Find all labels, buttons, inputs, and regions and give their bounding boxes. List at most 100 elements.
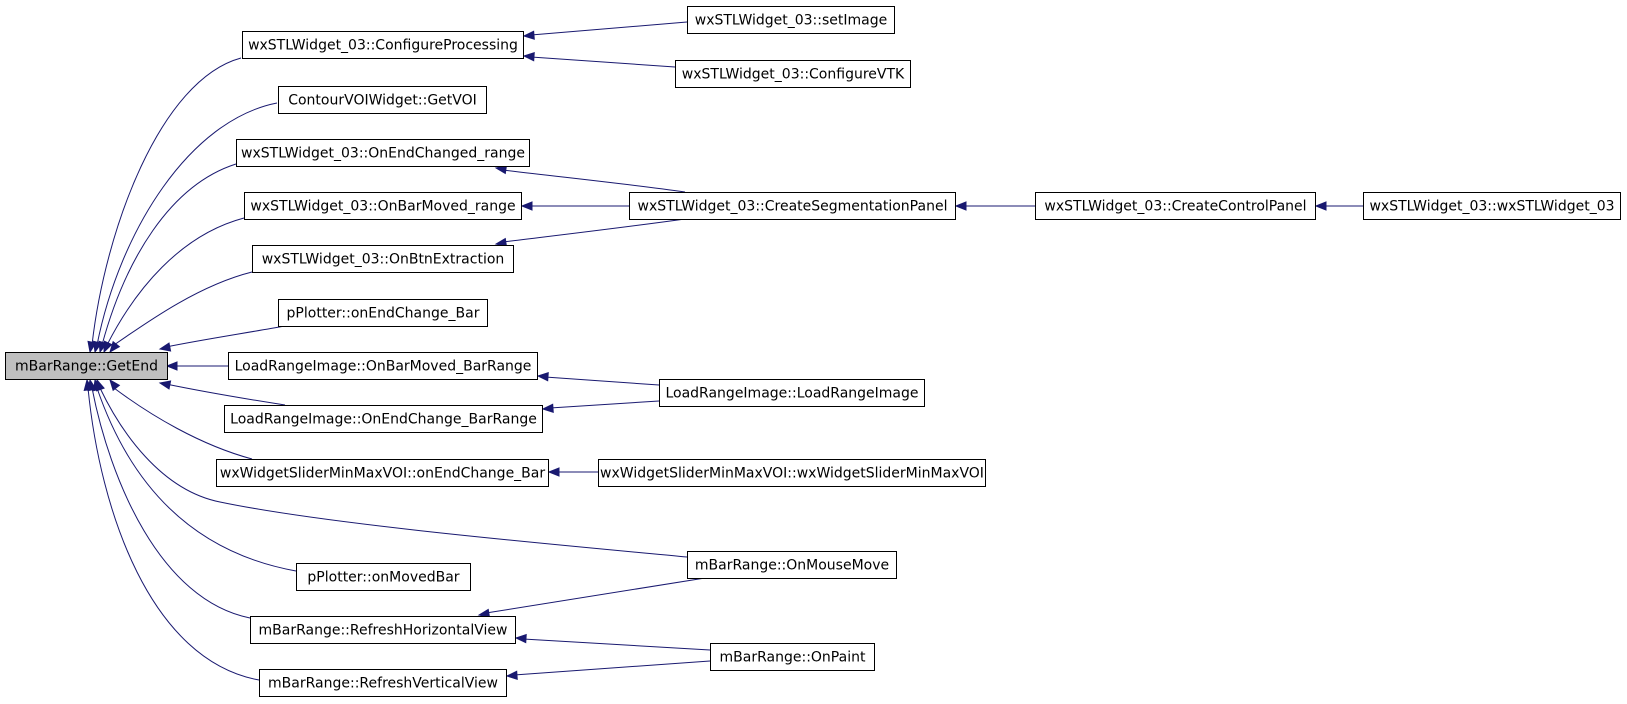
node-box[interactable] (598, 459, 986, 487)
node-box[interactable] (629, 192, 956, 220)
node-box[interactable] (1035, 192, 1316, 220)
arrow-head (505, 670, 518, 680)
edge-loadrangeimage-loadrangeimage-to-loadrangeimage-onendchange-barrange (541, 400, 660, 413)
node-box[interactable] (659, 379, 925, 407)
node-box[interactable] (228, 352, 538, 380)
node-wxstlwidget-03-wxstlwidget-03[interactable]: wxSTLWidget_03::wxSTLWidget_03 (1363, 192, 1621, 220)
node-box[interactable] (216, 459, 549, 487)
node-label: mBarRange::OnPaint (720, 650, 866, 666)
node-box[interactable] (242, 31, 524, 59)
edge-line (513, 660, 711, 676)
node-label: wxSTLWidget_03::OnEndChanged_range (241, 146, 525, 162)
node-mbarrange-getend[interactable]: mBarRange::GetEnd (5, 352, 168, 380)
edge-line (165, 325, 286, 348)
edge-line (530, 21, 688, 36)
node-box[interactable] (259, 669, 507, 697)
edge-wxstlwidget-03-wxstlwidget-03-to-wxstlwidget-03-createcontrolpanel (1314, 201, 1363, 211)
node-loadrangeimage-onendchange-barrange[interactable]: LoadRangeImage::OnEndChange_BarRange (224, 405, 543, 433)
arrow-head (1314, 201, 1327, 211)
node-loadrangeimage-loadrangeimage[interactable]: LoadRangeImage::LoadRangeImage (659, 379, 925, 407)
node-loadrangeimage-onbarmoved-barrange[interactable]: LoadRangeImage::OnBarMoved_BarRange (228, 352, 538, 380)
node-mbarrange-refreshverticalview[interactable]: mBarRange::RefreshVerticalView (259, 669, 507, 697)
edge-line (522, 638, 711, 651)
node-label: wxWidgetSliderMinMaxVOI::wxWidgetSliderM… (600, 466, 984, 482)
node-box[interactable] (687, 551, 897, 579)
node-pplotter-onendchange-bar[interactable]: pPlotter::onEndChange_Bar (278, 299, 488, 327)
node-label: LoadRangeImage::OnBarMoved_BarRange (235, 359, 532, 375)
node-label: mBarRange::RefreshVerticalView (268, 676, 498, 692)
arrow-head (520, 201, 533, 211)
edge-line (113, 271, 253, 346)
node-wxwidgetsliderminmaxvoi-onendchange-bar[interactable]: wxWidgetSliderMinMaxVOI::onEndChange_Bar (216, 459, 549, 487)
edge-line (99, 387, 688, 558)
edge-line (91, 57, 242, 346)
node-box[interactable] (278, 299, 488, 327)
edge-line (96, 387, 297, 572)
edge-mbarrange-refreshverticalview-to-mbarrange-getend (83, 378, 260, 681)
node-pplotter-onmovedbar[interactable]: pPlotter::onMovedBar (296, 563, 471, 591)
node-label: wxSTLWidget_03::OnBarMoved_range (250, 199, 515, 215)
node-label: mBarRange::GetEnd (15, 359, 158, 375)
edge-line (165, 383, 286, 406)
edge-loadrangeimage-onendchange-barrange-to-mbarrange-getend (158, 380, 286, 406)
node-box[interactable] (296, 563, 471, 591)
node-wxstlwidget-03-setimage[interactable]: wxSTLWidget_03::setImage (687, 6, 895, 34)
node-box[interactable] (224, 405, 543, 433)
edge-wxstlwidget-03-createsegmentationpanel-to-wxstlwidget-03-onendchanged-range (494, 164, 686, 193)
node-box[interactable] (687, 6, 895, 34)
node-box[interactable] (252, 245, 514, 273)
node-box[interactable] (5, 352, 168, 380)
arrow-head (109, 340, 121, 354)
node-label: wxSTLWidget_03::CreateSegmentationPanel (638, 199, 948, 215)
edge-line (101, 163, 237, 346)
node-label: wxSTLWidget_03::CreateControlPanel (1044, 199, 1306, 215)
arrow-head (547, 467, 560, 477)
edge-line (96, 102, 278, 346)
edge-line (502, 169, 686, 193)
node-wxstlwidget-03-createcontrolpanel[interactable]: wxSTLWidget_03::CreateControlPanel (1035, 192, 1316, 220)
node-wxstlwidget-03-onbtnextraction[interactable]: wxSTLWidget_03::OnBtnExtraction (252, 245, 514, 273)
edge-wxstlwidget-03-setimage-to-wxstlwidget-03-configureprocessing (522, 21, 688, 40)
node-wxstlwidget-03-createsegmentationpanel[interactable]: wxSTLWidget_03::CreateSegmentationPanel (629, 192, 956, 220)
node-box[interactable] (675, 60, 911, 88)
edge-wxstlwidget-03-onbtnextraction-to-mbarrange-getend (109, 271, 253, 354)
edge-loadrangeimage-onbarmoved-barrange-to-mbarrange-getend (165, 361, 228, 371)
node-contourvoiwidget-getvoi[interactable]: ContourVOIWidget::GetVOI (278, 86, 487, 114)
node-mbarrange-onpaint[interactable]: mBarRange::OnPaint (710, 643, 875, 671)
node-mbarrange-refreshhorizontalview[interactable]: mBarRange::RefreshHorizontalView (250, 616, 516, 644)
edge-line (549, 400, 660, 409)
node-box[interactable] (710, 643, 875, 671)
node-label: ContourVOIWidget::GetVOI (288, 93, 477, 109)
edge-mbarrange-onmousemove-to-mbarrange-refreshhorizontalview (477, 577, 706, 619)
node-wxstlwidget-03-onbarmoved-range[interactable]: wxSTLWidget_03::OnBarMoved_range (244, 192, 522, 220)
node-box[interactable] (250, 616, 516, 644)
edge-line (502, 218, 686, 243)
arrow-head (536, 372, 549, 382)
node-box[interactable] (236, 139, 530, 167)
node-label: mBarRange::OnMouseMove (695, 558, 889, 574)
node-mbarrange-onmousemove[interactable]: mBarRange::OnMouseMove (687, 551, 897, 579)
node-box[interactable] (244, 192, 522, 220)
node-label: wxSTLWidget_03::ConfigureVTK (682, 67, 905, 83)
arrow-head (103, 340, 113, 354)
arrow-head (83, 378, 93, 391)
arrow-head (109, 378, 121, 392)
node-box[interactable] (1363, 192, 1621, 220)
edge-line (544, 376, 660, 386)
node-label: wxSTLWidget_03::ConfigureProcessing (248, 38, 518, 54)
edge-mbarrange-onpaint-to-mbarrange-refreshhorizontalview (514, 633, 711, 651)
edge-wxwidgetsliderminmaxvoi-wxwidgetsliderminmaxvoi-to-wxwidgetsliderminmaxvoi-onendchange-bar (547, 467, 598, 477)
node-label: LoadRangeImage::OnEndChange_BarRange (230, 412, 537, 428)
node-wxwidgetsliderminmaxvoi-wxwidgetsliderminmaxvoi[interactable]: wxWidgetSliderMinMaxVOI::wxWidgetSliderM… (598, 459, 986, 487)
edge-wxstlwidget-03-createsegmentationpanel-to-wxstlwidget-03-onbarmoved-range (520, 201, 629, 211)
arrow-head (158, 342, 172, 352)
node-wxstlwidget-03-configureprocessing[interactable]: wxSTLWidget_03::ConfigureProcessing (242, 31, 524, 59)
arrow-head (158, 380, 172, 390)
edge-mbarrange-onpaint-to-mbarrange-refreshverticalview (505, 660, 711, 680)
node-wxstlwidget-03-configurevtk[interactable]: wxSTLWidget_03::ConfigureVTK (675, 60, 911, 88)
node-box[interactable] (278, 86, 487, 114)
arrow-head (165, 361, 178, 371)
arrow-head (541, 403, 554, 413)
node-wxstlwidget-03-onendchanged-range[interactable]: wxSTLWidget_03::OnEndChanged_range (236, 139, 530, 167)
edge-line (530, 56, 676, 68)
